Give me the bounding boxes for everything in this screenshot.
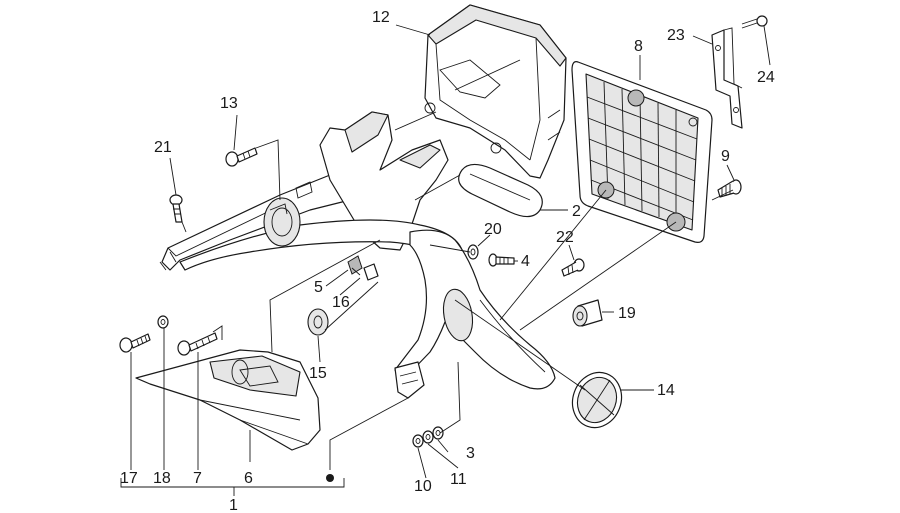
callout-10: 10 [414,478,432,495]
part-11-washer [422,430,434,444]
callout-4: 4 [521,253,530,270]
callout-5: 5 [314,279,323,296]
callout-16: 16 [332,294,350,311]
callout-9: 9 [721,148,730,165]
part-3-washer [432,426,444,440]
callout-14: 14 [657,382,675,399]
callout-7: 7 [193,470,202,487]
part-8-plate-holder [571,61,713,243]
callout-20: 20 [484,221,502,238]
part-13-screw [225,147,258,167]
callout-12: 12 [372,9,390,26]
callout-leaders [120,24,771,496]
callout-6: 6 [244,470,253,487]
part-17-screw [119,333,151,353]
part-7-screw [177,332,218,356]
part-24-screw [741,15,768,29]
part-20-washer [467,244,479,260]
part-9-screw [717,179,742,198]
callout-3: 3 [466,445,475,462]
part-15-grommet [307,308,329,336]
callout-18: 18 [153,470,171,487]
alignment-lines [181,59,734,470]
callout-1: 1 [229,497,238,513]
callout-23: 23 [667,27,685,44]
callout-11: 11 [450,471,467,488]
part-19-spacer [572,299,603,327]
callout-19: 19 [618,305,636,322]
part-6-splash-guard [135,349,321,451]
part-21-screw [169,194,183,223]
rear-fender-assembly [159,111,556,399]
callout-22: 22 [556,229,574,246]
callout-13: 13 [220,95,238,112]
callout-2: 2 [572,203,581,220]
callout-8: 8 [634,38,643,55]
part-12-light-housing [424,4,567,179]
part-4-screw [488,253,515,267]
part-22-screw [561,258,585,277]
part-14-reflector [571,371,623,429]
callout-24: 24 [757,69,775,86]
callout-labels: 12 8 23 24 9 2 20 22 4 19 14 13 21 5 16 … [120,9,775,513]
callout-21: 21 [154,139,172,156]
part-23-bracket [711,27,743,129]
part-18-washer [157,315,169,329]
callout-15: 15 [309,365,327,382]
part-10-nut [412,434,424,448]
callout-17: 17 [120,470,138,487]
